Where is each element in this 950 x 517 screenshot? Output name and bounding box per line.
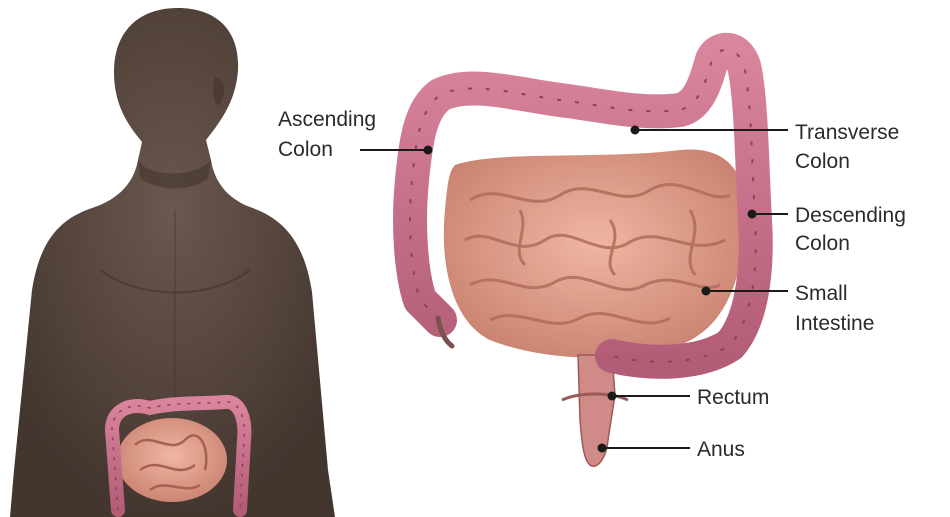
small-intestine bbox=[444, 149, 746, 357]
dot-transverse-colon bbox=[632, 127, 639, 134]
dot-anus bbox=[599, 445, 606, 452]
label-transverse-colon-line1: Transverse bbox=[795, 121, 899, 144]
dot-small-intestine bbox=[703, 288, 710, 295]
label-rectum: Rectum bbox=[697, 386, 769, 409]
label-ascending-colon-line1: Ascending bbox=[278, 108, 376, 131]
label-small-intestine-line1: Small bbox=[795, 282, 848, 305]
label-descending-colon-line1: Descending bbox=[795, 204, 906, 227]
dot-descending-colon bbox=[749, 211, 756, 218]
label-descending-colon-line2: Colon bbox=[795, 232, 850, 255]
label-ascending-colon-line2: Colon bbox=[278, 138, 333, 161]
dot-ascending-colon bbox=[425, 147, 432, 154]
label-anus: Anus bbox=[697, 438, 745, 461]
label-transverse-colon-line2: Colon bbox=[795, 150, 850, 173]
dot-rectum bbox=[609, 393, 616, 400]
label-small-intestine-line2: Intestine bbox=[795, 312, 874, 335]
human-torso-figure bbox=[10, 8, 335, 517]
